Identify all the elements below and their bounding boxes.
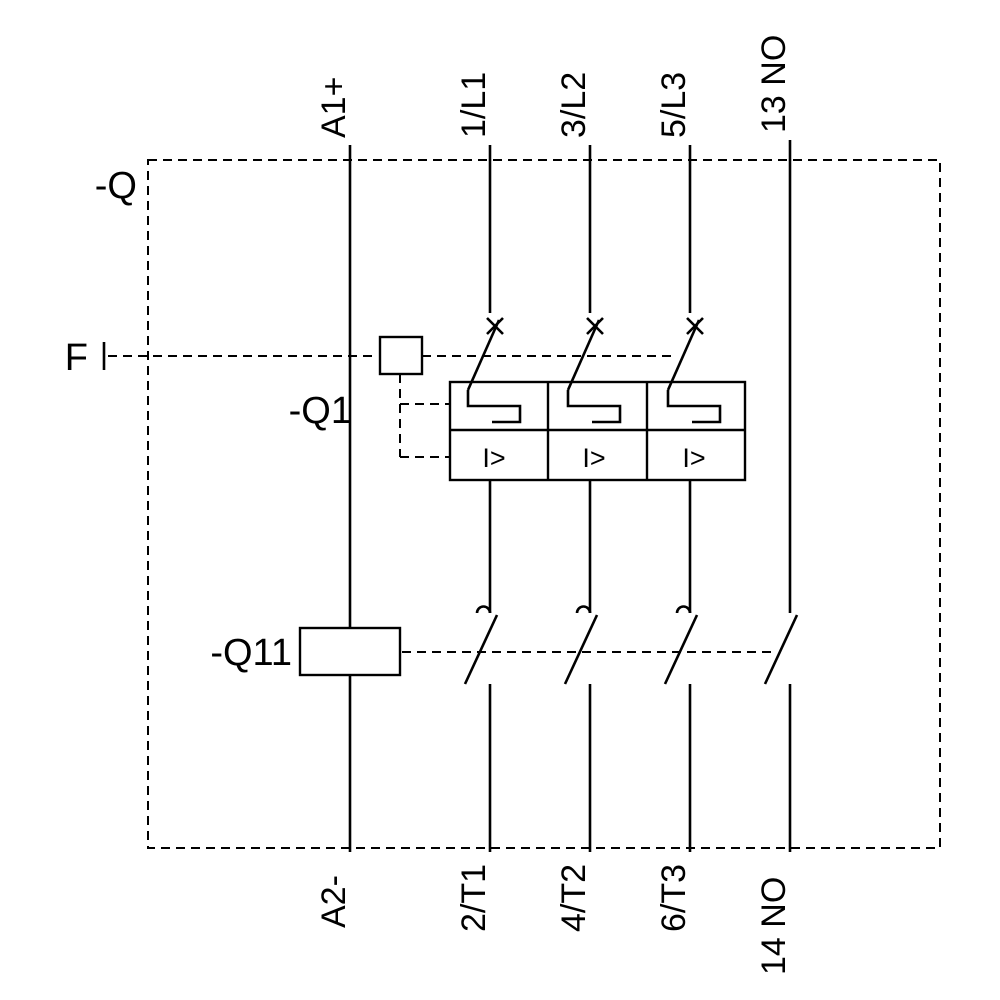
terminal-13no-label: 13 NO bbox=[755, 35, 793, 133]
l2-breaker-blade bbox=[566, 319, 601, 391]
trip-input-chain bbox=[102, 335, 674, 458]
l3-contact-arc-icon bbox=[675, 605, 692, 614]
trip-input-label: F bbox=[65, 337, 88, 379]
breaker-ref-label: -Q1 bbox=[289, 390, 352, 432]
breaker-block bbox=[448, 380, 747, 482]
l2-latch-symbol bbox=[566, 390, 622, 424]
l2-contact-arc-icon bbox=[575, 605, 592, 614]
l1-overcurrent-label: I> bbox=[482, 443, 505, 473]
l1-breaker-blade bbox=[466, 319, 501, 391]
aux-contact-branch bbox=[763, 140, 799, 852]
terminal-14no-label: 14 NO bbox=[755, 877, 793, 975]
terminal-a1-label: A1+ bbox=[315, 77, 353, 138]
pole-l3 bbox=[663, 145, 722, 852]
terminal-1l1-label: 1/L1 bbox=[455, 72, 493, 138]
terminal-6t3-label: 6/T3 bbox=[655, 864, 693, 932]
terminal-4t2-label: 4/T2 bbox=[555, 864, 593, 932]
l3-contactor-blade bbox=[663, 614, 699, 685]
aux-contactor-blade bbox=[763, 614, 799, 685]
l1-latch-symbol bbox=[466, 390, 522, 424]
l3-overcurrent-label: I> bbox=[682, 443, 705, 473]
terminal-a2-label: A2- bbox=[315, 875, 353, 928]
device-boundary bbox=[147, 159, 941, 849]
pole-l1 bbox=[463, 145, 522, 852]
l1-contact-arc-icon bbox=[475, 605, 492, 614]
contactor-coil-box bbox=[298, 626, 402, 677]
trip-actuator-box bbox=[378, 335, 424, 376]
terminal-2t1-label: 2/T1 bbox=[455, 864, 493, 932]
terminal-5l3-label: 5/L3 bbox=[655, 72, 693, 138]
contactor-ref-label: -Q11 bbox=[210, 632, 292, 674]
l3-breaker-blade bbox=[666, 319, 701, 391]
l2-contactor-blade bbox=[563, 614, 599, 685]
l1-contactor-blade bbox=[463, 614, 499, 685]
device-ref-label: -Q bbox=[95, 165, 137, 207]
contactor-coil-branch bbox=[298, 145, 772, 852]
l2-overcurrent-label: I> bbox=[582, 443, 605, 473]
pole-l2 bbox=[563, 145, 622, 852]
terminal-3l2-label: 3/L2 bbox=[555, 72, 593, 138]
l3-latch-symbol bbox=[666, 390, 722, 424]
